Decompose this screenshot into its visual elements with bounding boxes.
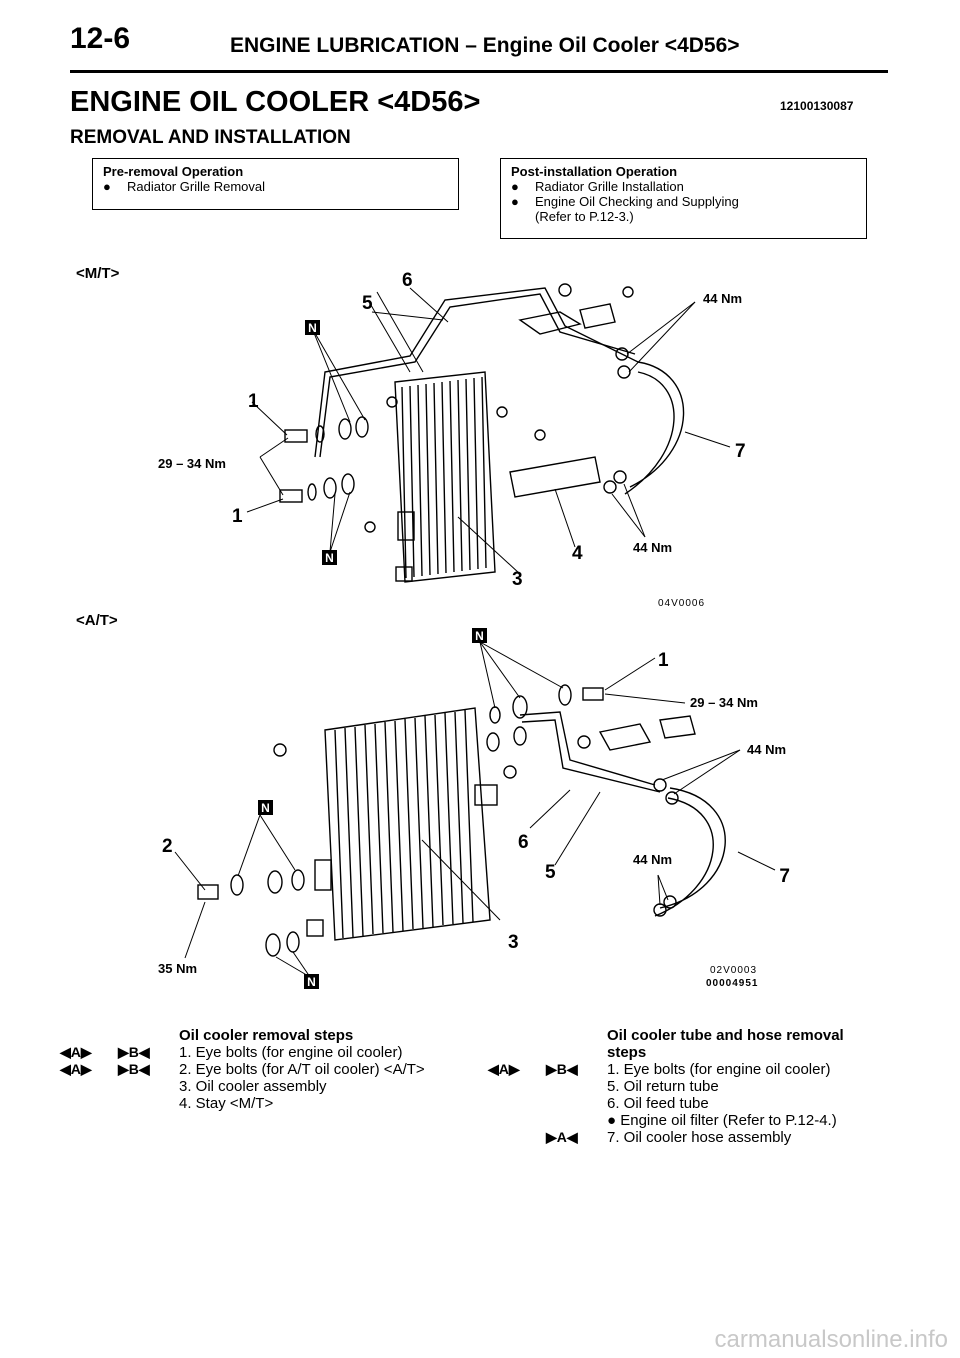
new-part-mark <box>472 628 487 643</box>
step-text: ● Engine oil filter (Refer to P.12-4.) <box>607 1112 837 1129</box>
new-part-mark-label: N <box>475 629 484 643</box>
callout-1b: 1 <box>232 506 243 527</box>
at-tubes <box>519 711 661 793</box>
tube-steps-title: Oil cooler tube and hose removal steps <box>607 1027 844 1061</box>
figure-mt-tag: <M/T> <box>76 265 120 282</box>
step-text: 1. Eye bolts (for engine oil cooler) <box>179 1044 403 1061</box>
at-hose <box>654 787 726 917</box>
callout-6: 6 <box>402 270 413 291</box>
list-item: 3. Oil cooler assembly <box>60 1078 480 1095</box>
service-mark-b: ▶B◀ <box>118 1044 150 1060</box>
post-installation-box: Post-installation Operation ●Radiator Gr… <box>500 158 867 239</box>
page-number: 12-6 <box>70 22 131 55</box>
at-cooler-core <box>306 707 498 941</box>
bullet-icon: ● <box>103 179 111 194</box>
pre-removal-title: Pre-removal Operation <box>103 164 244 179</box>
new-part-mark <box>322 550 337 565</box>
step-text: 2. Eye bolts (for A/T oil cooler) <A/T> <box>179 1061 425 1078</box>
new-part-mark-label: N <box>261 801 270 815</box>
service-mark-a: ◀A▶ <box>488 1061 520 1077</box>
pre-removal-item: ●Radiator Grille Removal <box>103 179 265 194</box>
page-title: ENGINE OIL COOLER <4D56> <box>70 86 481 118</box>
service-mark-b: ▶B◀ <box>546 1061 578 1077</box>
list-item: 6. Oil feed tube <box>488 1095 888 1112</box>
pre-removal-box: Pre-removal Operation ●Radiator Grille R… <box>92 158 459 210</box>
new-part-mark <box>258 800 273 815</box>
figure-code-2: 00004951 <box>706 978 759 989</box>
service-mark-b: ▶A◀ <box>546 1129 578 1145</box>
post-installation-ref: (Refer to P.12-3.) <box>535 209 634 224</box>
step-text: 3. Oil cooler assembly <box>179 1078 327 1095</box>
mt-oil-cooler-diagram: N N 6 5 1 1 7 4 3 29 – 34 Nm 44 Nm 44 Nm… <box>158 270 746 609</box>
step-text: 5. Oil return tube <box>607 1078 719 1095</box>
mt-fasteners <box>279 283 634 533</box>
list-item: ◀A▶ ▶B◀ 1. Eye bolts (for engine oil coo… <box>488 1061 888 1078</box>
tube-hose-steps: Oil cooler tube and hose removal steps ◀… <box>488 1027 888 1146</box>
document-code: 12100130087 <box>780 99 854 113</box>
callout-3: 3 <box>512 569 523 590</box>
watermark: carmanualsonline.info <box>714 1326 948 1353</box>
section-title: ENGINE LUBRICATION – Engine Oil Cooler <… <box>230 34 740 57</box>
header-divider <box>70 70 888 73</box>
figure-at-tag: <A/T> <box>76 612 118 629</box>
list-item: ● Engine oil filter (Refer to P.12-4.) <box>488 1112 888 1129</box>
bullet-icon: ● <box>511 179 519 194</box>
section-subtitle: REMOVAL AND INSTALLATION <box>70 127 351 148</box>
list-item: 5. Oil return tube <box>488 1078 888 1095</box>
new-part-mark-label: N <box>325 551 334 565</box>
callout-1: 1 <box>248 391 259 412</box>
service-mark-a: ◀A▶ <box>60 1061 92 1077</box>
post-installation-item: ●Radiator Grille Installation <box>511 179 684 194</box>
step-text: 7. Oil cooler hose assembly <box>607 1129 792 1146</box>
service-mark-a: ◀A▶ <box>60 1044 92 1060</box>
torque-eye-bolt: 29 – 34 Nm <box>158 456 226 471</box>
at-oil-cooler-diagram: N N N 1 2 6 5 7 3 29 – 34 Nm 44 Nm 44 Nm… <box>158 628 790 989</box>
callout-7: 7 <box>779 866 790 887</box>
new-part-mark-label: N <box>307 975 316 989</box>
list-item: 4. Stay <M/T> <box>60 1095 480 1112</box>
torque-top: 44 Nm <box>703 291 742 306</box>
callout-6: 6 <box>518 832 529 853</box>
step-text: 6. Oil feed tube <box>607 1095 709 1112</box>
removal-steps: Oil cooler removal steps ◀A▶ ▶B◀ 1. Eye … <box>60 1027 480 1112</box>
callout-1: 1 <box>658 650 669 671</box>
bullet-icon: ● <box>511 194 519 209</box>
list-item: ◀A▶ ▶B◀ 1. Eye bolts (for engine oil coo… <box>60 1044 480 1061</box>
service-mark-b: ▶B◀ <box>118 1061 150 1077</box>
post-installation-item: ●Engine Oil Checking and Supplying <box>511 194 739 209</box>
new-part-mark <box>305 320 320 335</box>
at-leader-lines <box>174 641 776 978</box>
service-mark-a <box>488 1129 546 1146</box>
torque-bottom: 44 Nm <box>633 540 672 555</box>
mt-tubes <box>314 287 639 458</box>
figure-code: 02V0003 <box>710 965 757 976</box>
torque-bottom: 44 Nm <box>633 852 672 867</box>
mt-stay <box>509 456 601 498</box>
callout-2: 2 <box>162 836 173 857</box>
new-part-mark <box>304 974 319 989</box>
callout-7: 7 <box>735 441 746 462</box>
callout-4: 4 <box>572 543 583 564</box>
post-installation-title: Post-installation Operation <box>511 164 678 179</box>
callout-5: 5 <box>362 293 373 314</box>
step-text: 1. Eye bolts (for engine oil cooler) <box>607 1061 831 1078</box>
removal-steps-title: Oil cooler removal steps <box>179 1027 354 1044</box>
figure-code: 04V0006 <box>658 598 705 609</box>
mt-leader-lines <box>246 287 731 575</box>
step-text: 4. Stay <M/T> <box>179 1095 274 1112</box>
torque-eye-bolt: 29 – 34 Nm <box>690 695 758 710</box>
list-item: ◀A▶ ▶B◀ 2. Eye bolts (for A/T oil cooler… <box>60 1061 480 1078</box>
list-item: ▶A◀ 7. Oil cooler hose assembly <box>488 1129 888 1146</box>
at-fasteners <box>197 684 696 957</box>
torque-35: 35 Nm <box>158 961 197 976</box>
callout-5: 5 <box>545 862 556 883</box>
torque-top: 44 Nm <box>747 742 786 757</box>
mt-hose <box>624 361 685 495</box>
mt-cooler-core <box>394 371 496 583</box>
callout-3: 3 <box>508 932 519 953</box>
new-part-mark-label: N <box>308 321 317 335</box>
